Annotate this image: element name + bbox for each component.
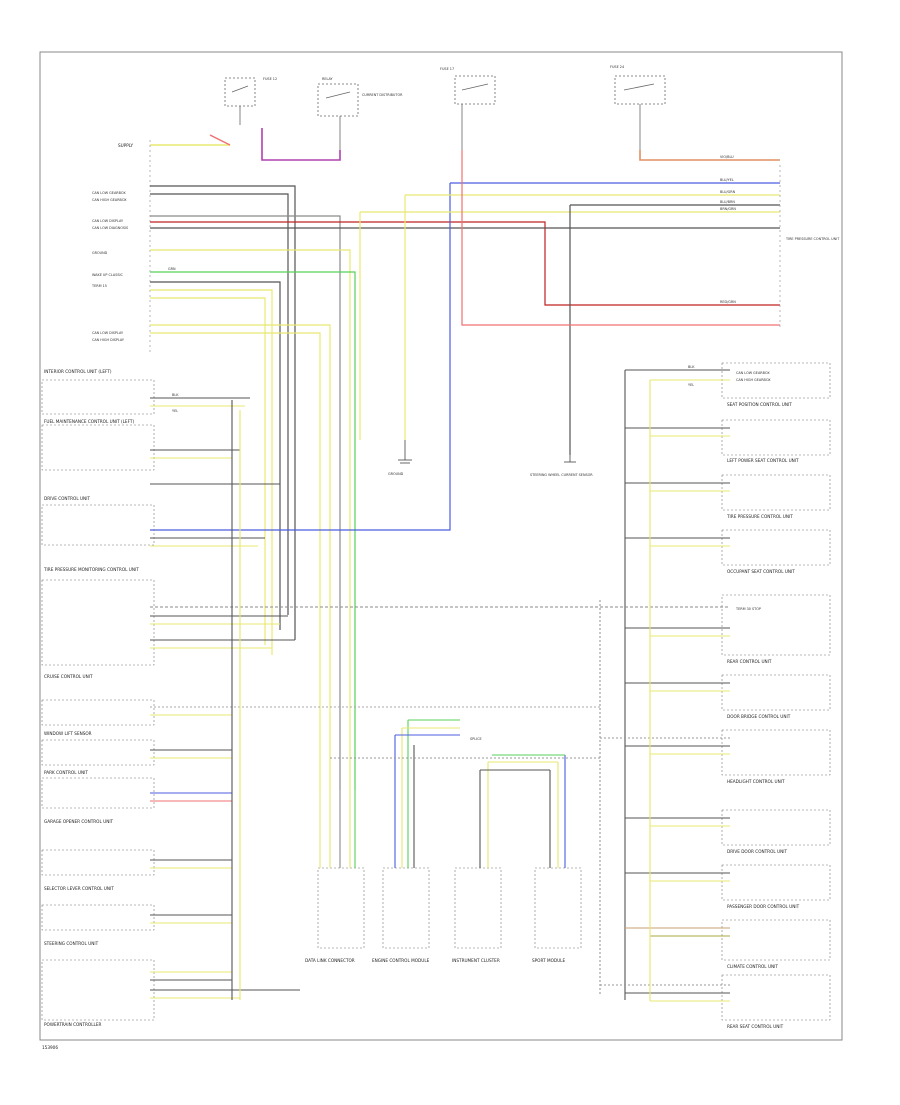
wire-label-7: GRN bbox=[168, 267, 176, 271]
left-module-4: TIRE PRESSURE MONITORING CONTROL UNIT bbox=[43, 567, 139, 572]
splice-label: SPLICE bbox=[470, 737, 482, 741]
wire-label-1: BLU/YEL bbox=[720, 178, 734, 182]
left-pin-label-8: CAN LOW DISPLAY bbox=[92, 331, 124, 335]
right-module-5: REAR CONTROL UNIT bbox=[727, 659, 772, 664]
diagram-code: 153906 bbox=[42, 1045, 58, 1050]
wire-label-right-2: YEL bbox=[688, 383, 694, 387]
left-modules bbox=[41, 379, 155, 1021]
left-pin-label-3: CAN LOW DISPLAY bbox=[92, 219, 124, 223]
left-module-10: STEERING CONTROL UNIT bbox=[44, 941, 99, 946]
left-module-8: GARAGE OPENER CONTROL UNIT bbox=[44, 819, 114, 824]
connector-module-label: TIRE PRESSURE CONTROL UNIT bbox=[785, 237, 840, 241]
left-pin-label-1: CAN LOW GEARBOX bbox=[92, 191, 126, 195]
wire-label-3: BLU/BRN bbox=[720, 200, 735, 204]
left-pin-label-6: WAKE UP CLASSIC bbox=[92, 273, 123, 277]
right-module-4: OCCUPANT SEAT CONTROL UNIT bbox=[727, 569, 795, 574]
right-module-8: DRIVE DOOR CONTROL UNIT bbox=[727, 849, 787, 854]
right-module-11: REAR SEAT CONTROL UNIT bbox=[727, 1024, 784, 1029]
left-module-5: CRUISE CONTROL UNIT bbox=[44, 674, 93, 679]
left-module-6: WINDOW LIFT SENSOR bbox=[44, 731, 92, 736]
left-pin-label-2: CAN HIGH GEARBOX bbox=[92, 198, 127, 202]
center-component-4: SPORT MODULE bbox=[532, 958, 566, 963]
center-component-3: INSTRUMENT CLUSTER bbox=[452, 958, 500, 963]
left-pin-label-7: TERM 15 bbox=[91, 284, 107, 288]
right-module-6: DOOR BRIDGE CONTROL UNIT bbox=[727, 714, 791, 719]
left-module-11: POWERTRAIN CONTROLLER bbox=[44, 1022, 102, 1027]
diagram-border bbox=[39, 51, 843, 1041]
wire-label-left-2: YEL bbox=[172, 409, 178, 413]
left-connector: CAN LOW GEARBOX CAN HIGH GEARBOX CAN LOW… bbox=[91, 140, 151, 355]
right-module-2: LEFT POWER SEAT CONTROL UNIT bbox=[727, 458, 799, 463]
relay-label: RELAY bbox=[322, 77, 334, 81]
fuse-label-3: FUSE 24 bbox=[610, 65, 624, 69]
right-module-10: CLIMATE CONTROL UNIT bbox=[727, 964, 778, 969]
ground-label: GROUND bbox=[388, 472, 404, 476]
center-component-1: DATA LINK CONNECTOR bbox=[305, 958, 355, 963]
left-pin-label-9: CAN HIGH DISPLAY bbox=[92, 338, 125, 342]
center-modules bbox=[317, 867, 582, 949]
right-module-3: TIRE PRESSURE CONTROL UNIT bbox=[726, 514, 793, 519]
left-module-9: SELECTOR LEVER CONTROL UNIT bbox=[44, 886, 114, 891]
left-module-2: FUEL MAINTENANCE CONTROL UNIT (LEFT) bbox=[44, 419, 134, 424]
relay-area bbox=[224, 75, 666, 150]
center-component-2: ENGINE CONTROL MODULE bbox=[372, 958, 430, 963]
wire-label-left-1: BLK bbox=[172, 393, 179, 397]
left-module-7: PARK CONTROL UNIT bbox=[44, 770, 88, 775]
fuse-label-2: FUSE 17 bbox=[440, 67, 454, 71]
right-module-1: SEAT POSITION CONTROL UNIT bbox=[727, 402, 792, 407]
right-module-9: PASSENGER DOOR CONTROL UNIT bbox=[727, 904, 800, 909]
left-pin-label-5: GROUND bbox=[92, 251, 108, 255]
fuse-label-1: FUSE 12 bbox=[263, 77, 277, 81]
supply-label: SUPPLY bbox=[118, 143, 134, 148]
wire-label-right-1: BLK bbox=[688, 365, 695, 369]
left-pin-label-4: CAN LOW DIAGNOSIS bbox=[92, 226, 128, 230]
right-pin-label-3: CAN HIGH GEARBOX bbox=[736, 378, 771, 382]
wire-label-4: BRN/GRN bbox=[720, 207, 736, 211]
right-pin-label-1: TERM 30 STOP bbox=[735, 607, 761, 611]
steering-sensor-label: STEERING WHEEL CURRENT SENSOR bbox=[530, 473, 593, 477]
wire-label-6: RED/GRN bbox=[720, 300, 736, 304]
ground-center bbox=[398, 440, 576, 464]
wire-label-5: VIO/BLU bbox=[720, 155, 734, 159]
left-module-3: DRIVE CONTROL UNIT bbox=[44, 496, 90, 501]
right-module-7: HEADLIGHT CONTROL UNIT bbox=[727, 779, 785, 784]
wire-label-2: BLU/GRN bbox=[720, 190, 736, 194]
left-module-1: INTERIOR CONTROL UNIT (LEFT) bbox=[44, 369, 112, 374]
right-pin-label-2: CAN LOW GEARBOX bbox=[736, 371, 770, 375]
current-distributor-label: CURRENT DISTRIBUTOR bbox=[362, 93, 403, 97]
